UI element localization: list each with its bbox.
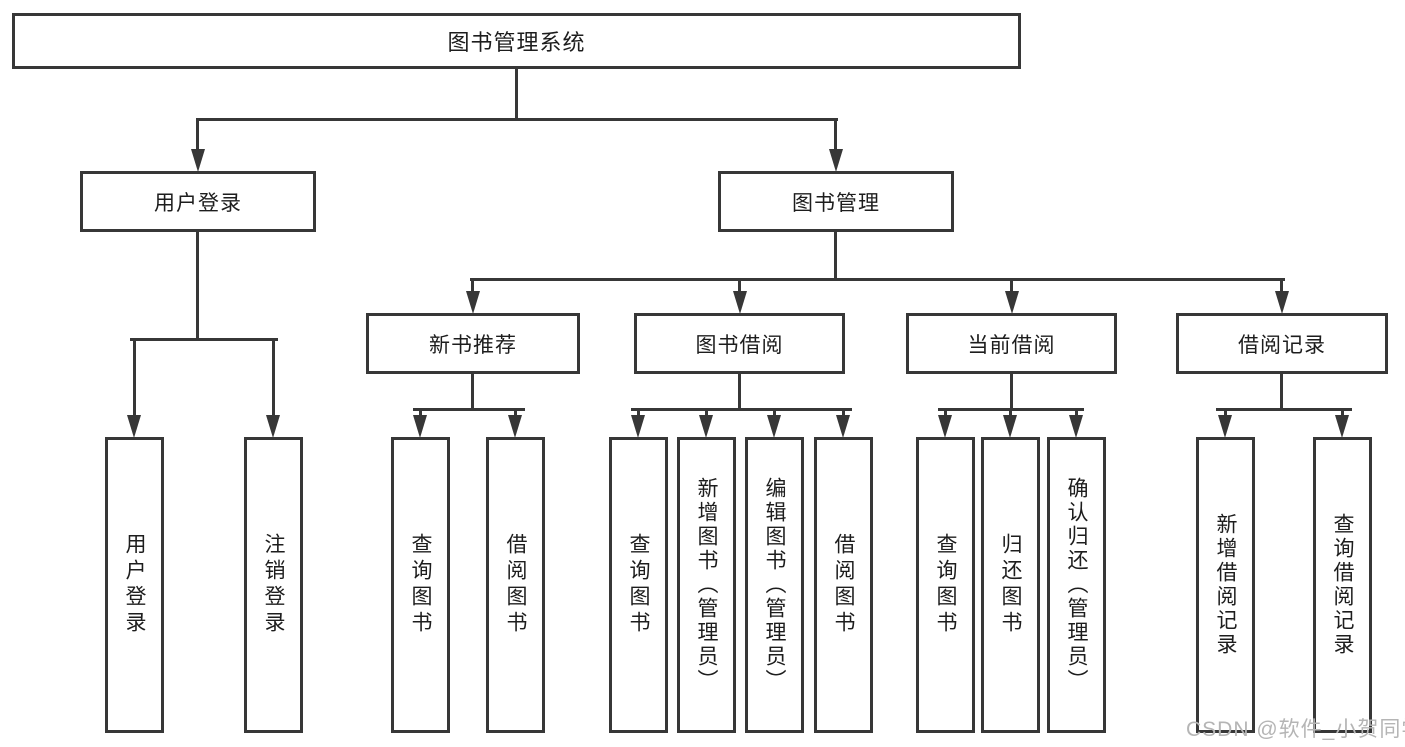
leaf-query-borrow-record: 查询借阅记录	[1313, 437, 1372, 733]
arrowhead-down-icon	[1003, 415, 1017, 438]
arrowhead-down-icon	[938, 415, 952, 438]
connector-level2-bar	[197, 118, 838, 121]
node-borrowing-records: 借阅记录	[1176, 313, 1388, 374]
connector-shaft	[834, 118, 837, 152]
connector-stem	[471, 374, 474, 411]
connector-stem	[1280, 374, 1283, 411]
arrowhead-down-icon	[466, 291, 480, 314]
leaf-query-books-recommend: 查询图书	[391, 437, 450, 733]
leaf-confirm-return-admin: 确认归还（管理员）	[1047, 437, 1106, 733]
arrowhead-down-icon	[1275, 291, 1289, 314]
connector-shaft	[773, 408, 776, 419]
arrowhead-down-icon	[127, 415, 141, 438]
arrowhead-down-icon	[508, 415, 522, 438]
connector-root-stem	[515, 68, 518, 121]
connector-shaft	[1010, 278, 1013, 294]
node-new-book-recommendation: 新书推荐	[366, 313, 580, 374]
connector-shaft	[419, 408, 422, 419]
arrowhead-down-icon	[266, 415, 280, 438]
connector-bar	[413, 408, 525, 411]
arrowhead-down-icon	[836, 415, 850, 438]
node-library-management-system: 图书管理系统	[12, 13, 1021, 69]
leaf-add-borrow-record: 新增借阅记录	[1196, 437, 1255, 733]
connector-shaft	[738, 278, 741, 294]
connector-shaft	[1224, 408, 1227, 419]
node-current-borrowing: 当前借阅	[906, 313, 1117, 374]
leaf-edit-book-admin: 编辑图书（管理员）	[745, 437, 804, 733]
leaf-borrow-books: 借阅图书	[814, 437, 873, 733]
connector-stem	[738, 374, 741, 411]
leaf-user-login: 用户登录	[105, 437, 164, 733]
arrowhead-down-icon	[767, 415, 781, 438]
connector-level3-bar	[470, 278, 1285, 281]
leaf-logout: 注销登录	[244, 437, 303, 733]
leaf-query-books-current: 查询图书	[916, 437, 975, 733]
connector-shaft	[471, 278, 474, 294]
connector-shaft	[1280, 278, 1283, 294]
leaf-return-book: 归还图书	[981, 437, 1040, 733]
arrowhead-down-icon	[1069, 415, 1083, 438]
arrowhead-down-icon	[699, 415, 713, 438]
node-user-login: 用户登录	[80, 171, 316, 232]
connector-shaft	[133, 338, 136, 418]
arrowhead-down-icon	[1218, 415, 1232, 438]
connector-shaft	[1009, 408, 1012, 419]
leaf-borrow-books-recommend: 借阅图书	[486, 437, 545, 733]
connector-shaft	[196, 118, 199, 152]
connector-stem	[1010, 374, 1013, 411]
connector-shaft	[1341, 408, 1344, 419]
leaf-add-book-admin: 新增图书（管理员）	[677, 437, 736, 733]
connector-shaft	[842, 408, 845, 419]
connector-shaft	[1075, 408, 1078, 419]
connector-shaft	[637, 408, 640, 419]
connector-bar	[1216, 408, 1352, 411]
connector-user-login-bar	[130, 338, 278, 341]
node-book-borrowing: 图书借阅	[634, 313, 845, 374]
arrowhead-down-icon	[829, 149, 843, 172]
arrowhead-down-icon	[631, 415, 645, 438]
connector-user-login-stem	[196, 232, 199, 341]
connector-shaft	[272, 338, 275, 418]
node-book-management: 图书管理	[718, 171, 954, 232]
arrowhead-down-icon	[1005, 291, 1019, 314]
arrowhead-down-icon	[1335, 415, 1349, 438]
leaf-query-books-borrow: 查询图书	[609, 437, 668, 733]
csdn-watermark: CSDN @软件_小贺同学	[1186, 718, 1405, 741]
connector-shaft	[514, 408, 517, 419]
connector-shaft	[705, 408, 708, 419]
connector-book-management-stem	[834, 232, 837, 281]
connector-bar	[631, 408, 852, 411]
arrowhead-down-icon	[733, 291, 747, 314]
connector-shaft	[944, 408, 947, 419]
arrowhead-down-icon	[191, 149, 205, 172]
arrowhead-down-icon	[413, 415, 427, 438]
